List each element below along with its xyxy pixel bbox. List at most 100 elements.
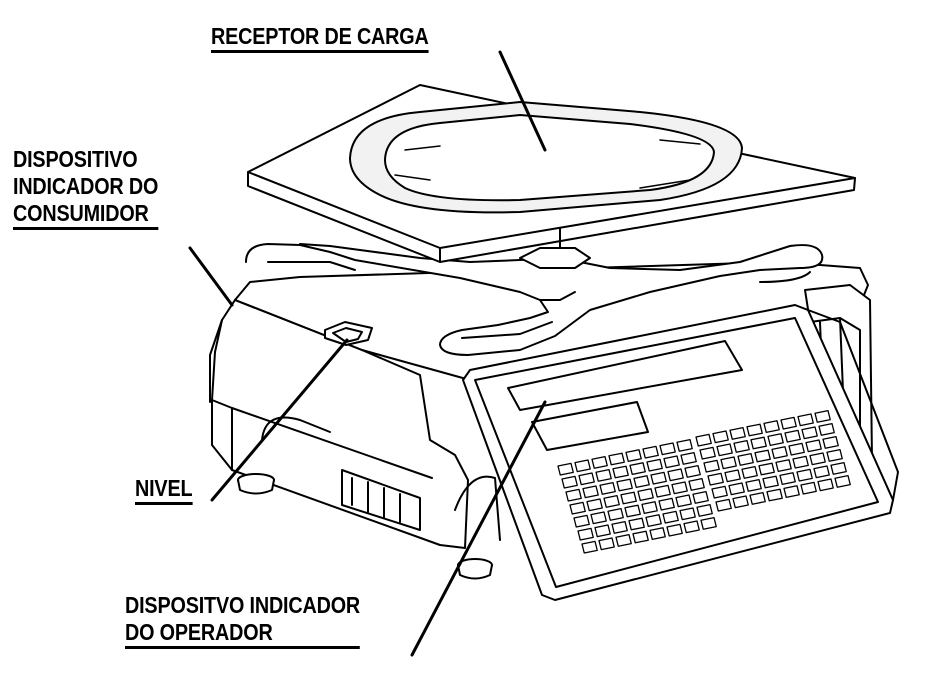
leader-lines — [188, 50, 547, 657]
keypad-left-key — [557, 462, 574, 476]
keypad-right-key — [745, 478, 762, 492]
keypad-right-key — [724, 469, 741, 483]
keypad-right-key — [792, 455, 809, 469]
label-nivel: NIVEL — [135, 475, 193, 505]
keypad-left-key — [637, 488, 654, 502]
scale-base — [209, 261, 873, 580]
keypad-left-key — [590, 511, 607, 525]
keypad-right-key — [775, 459, 792, 473]
keypad-left-key — [658, 497, 675, 511]
keypad-right-key — [715, 498, 732, 512]
keypad-right-key — [818, 422, 835, 436]
keypad-right-key — [712, 430, 729, 444]
keypad-left-key — [684, 464, 701, 478]
keypad-right-key — [720, 456, 737, 470]
keypad-left-key — [700, 516, 717, 530]
keypad-right-key — [830, 461, 847, 475]
label-receptor-de-carga: RECEPTOR DE CARGA — [211, 23, 429, 53]
keypad-left-key — [599, 481, 616, 495]
keypad-left-key — [615, 533, 632, 547]
keypad-left-key — [632, 530, 649, 544]
keypad-right-key — [809, 452, 826, 466]
keypad-left-key — [624, 504, 641, 518]
keypad-right-key — [767, 433, 784, 447]
keypad-left-key — [586, 498, 603, 512]
keypad-left-key — [578, 472, 595, 486]
keypad-right-key — [749, 491, 766, 505]
keypad-left-key — [581, 540, 598, 554]
keypad-left-key — [603, 494, 620, 508]
keypad-left-key — [692, 490, 709, 504]
keypad-right-key — [762, 475, 779, 489]
keypad-left-key — [574, 459, 591, 473]
keypad-right — [695, 409, 851, 512]
label-nivel-text: NIVEL — [135, 475, 193, 505]
keypad-left-key — [629, 462, 646, 476]
keypad-right-key — [728, 482, 745, 496]
keypad-left-key — [612, 465, 629, 479]
keypad-left-key — [654, 484, 671, 498]
keypad-left-key — [594, 524, 611, 538]
keypad-right-key — [746, 423, 763, 437]
keypad-left-key — [569, 501, 586, 515]
keypad-right-key — [783, 485, 800, 499]
keypad-left-key — [561, 475, 578, 489]
keypad-left-key — [595, 468, 612, 482]
keypad-right-key — [766, 488, 783, 502]
keypad-right-key — [733, 439, 750, 453]
keypad-right-key — [771, 446, 788, 460]
label-dispositivo-operador: DISPOSITVO INDICADOR DO OPERADOR — [125, 592, 360, 649]
keypad-left-key — [616, 478, 633, 492]
keypad-left-key — [582, 485, 599, 499]
keypad-left-key — [625, 449, 642, 463]
leader-dispositivo-operador — [410, 400, 547, 657]
keypad-left-key — [675, 494, 692, 508]
label-receptor-de-carga-text: RECEPTOR DE CARGA — [211, 23, 429, 53]
keypad-right-key — [707, 472, 724, 486]
load-support-arms — [245, 243, 824, 356]
keypad-left-key — [646, 458, 663, 472]
keypad-right-key — [788, 442, 805, 456]
leader-receptor-de-carga — [498, 50, 547, 152]
keypad-right-key — [695, 433, 712, 447]
label-consumidor-line2: INDICADOR DO — [13, 173, 159, 199]
keypad-left-key — [679, 507, 696, 521]
keypad-left-key — [620, 491, 637, 505]
keypad-right-key — [797, 413, 814, 427]
keypad-right-key — [814, 409, 831, 423]
keypad-right-key — [732, 495, 749, 509]
keypad-left — [557, 438, 717, 554]
keypad-left-key — [633, 475, 650, 489]
keypad-left-key — [662, 510, 679, 524]
keypad-left-key — [607, 507, 624, 521]
keypad-right-key — [711, 485, 728, 499]
keypad-right-key — [737, 452, 754, 466]
keypad-left-key — [608, 452, 625, 466]
label-consumidor-line1: DISPOSITIVO — [13, 146, 138, 172]
keypad-right-key — [716, 443, 733, 457]
keypad-right-key — [834, 474, 851, 488]
keypad-right-key — [813, 465, 830, 479]
keypad-left-key — [591, 455, 608, 469]
keypad-right-key — [699, 446, 716, 460]
keypad-left-key — [642, 445, 659, 459]
keypad-right-key — [800, 481, 817, 495]
keypad-right-key — [817, 478, 834, 492]
keypad-left-key — [680, 451, 697, 465]
keypad-left-key — [666, 523, 683, 537]
keypad-left-key — [671, 481, 688, 495]
keypad-right-key — [805, 439, 822, 453]
keypad-right-key — [784, 429, 801, 443]
keypad-left-key — [573, 514, 590, 528]
keypad-right-key — [741, 465, 758, 479]
keypad-right-key — [703, 459, 720, 473]
operator-keypad-panel — [462, 304, 899, 601]
keypad-left-key — [598, 537, 615, 551]
keypad-left-key — [565, 488, 582, 502]
keypad-right-key — [780, 416, 797, 430]
keypad-left-key — [683, 520, 700, 534]
keypad-right-key — [796, 468, 813, 482]
keypad-right-key — [750, 436, 767, 450]
keypad-right-key — [763, 420, 780, 434]
